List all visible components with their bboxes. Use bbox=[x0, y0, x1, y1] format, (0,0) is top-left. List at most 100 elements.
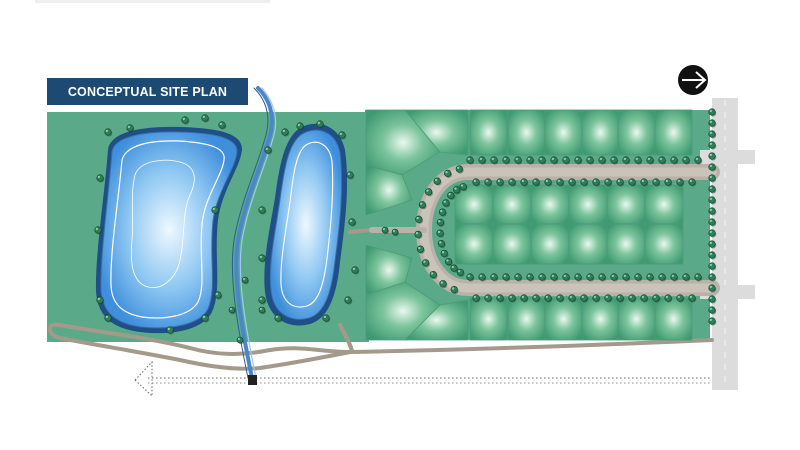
tree-icon bbox=[634, 156, 643, 165]
tree-icon bbox=[436, 218, 445, 227]
tree-icon bbox=[592, 294, 601, 303]
tree-icon bbox=[556, 178, 565, 187]
tree-icon bbox=[502, 273, 511, 282]
tree-icon bbox=[574, 273, 583, 282]
tree-icon bbox=[562, 273, 571, 282]
tree-icon bbox=[296, 122, 305, 131]
culvert-outlet bbox=[248, 375, 257, 385]
tree-icon bbox=[708, 262, 717, 271]
tree-icon bbox=[459, 183, 468, 192]
tree-icon bbox=[344, 296, 353, 305]
lot bbox=[404, 109, 469, 156]
tree-icon bbox=[96, 174, 105, 183]
tree-icon bbox=[214, 291, 223, 300]
tree-icon bbox=[580, 178, 589, 187]
tree-icon bbox=[258, 306, 266, 315]
tree-icon bbox=[708, 152, 717, 161]
tree-icon bbox=[348, 218, 357, 227]
north-arrow-icon bbox=[678, 65, 708, 95]
tree-icon bbox=[640, 178, 649, 187]
tree-icon bbox=[264, 146, 273, 155]
tree-icon bbox=[610, 156, 619, 165]
tree-icon bbox=[682, 273, 691, 282]
tree-icon bbox=[640, 294, 649, 303]
lot bbox=[544, 297, 583, 341]
lot bbox=[365, 109, 441, 176]
tree-icon bbox=[391, 228, 399, 237]
tree-icon bbox=[708, 185, 717, 194]
tree-icon bbox=[218, 121, 227, 130]
tree-icon bbox=[556, 294, 565, 303]
tree-icon bbox=[94, 226, 103, 235]
tree-icon bbox=[544, 178, 553, 187]
tree-icon bbox=[574, 156, 583, 165]
tree-canopy bbox=[94, 108, 717, 345]
tree-icon bbox=[502, 156, 511, 165]
tree-icon bbox=[447, 191, 456, 200]
tree-icon bbox=[520, 178, 529, 187]
tree-icon bbox=[592, 178, 601, 187]
tree-icon bbox=[526, 156, 535, 165]
lot bbox=[568, 223, 608, 265]
tree-icon bbox=[616, 178, 625, 187]
tree-icon bbox=[604, 178, 613, 187]
tree-icon bbox=[472, 294, 481, 303]
tree-icon bbox=[258, 254, 267, 263]
tree-icon bbox=[322, 314, 331, 323]
tree-icon bbox=[568, 294, 577, 303]
tree-icon bbox=[628, 178, 637, 187]
tree-icon bbox=[634, 273, 643, 282]
tree-icon bbox=[338, 131, 347, 140]
tree-icon bbox=[438, 208, 447, 217]
tree-icon bbox=[708, 196, 717, 205]
tree-icon bbox=[562, 156, 571, 165]
tree-icon bbox=[416, 245, 425, 254]
tree-icon bbox=[455, 165, 464, 174]
tree-icon bbox=[166, 326, 175, 335]
tree-icon bbox=[688, 294, 697, 303]
tree-icon bbox=[484, 178, 493, 187]
creek bbox=[231, 86, 277, 380]
tree-icon bbox=[598, 156, 607, 165]
lot bbox=[454, 223, 494, 265]
lot bbox=[606, 184, 646, 225]
lot bbox=[365, 164, 413, 216]
tree-icon bbox=[688, 178, 697, 187]
tree-icon bbox=[444, 169, 452, 178]
tree-icon bbox=[568, 178, 577, 187]
tree-icon bbox=[708, 108, 717, 117]
tree-icon bbox=[664, 178, 673, 187]
lot bbox=[492, 184, 532, 225]
tree-icon bbox=[550, 156, 559, 165]
tree-icon bbox=[708, 207, 717, 216]
tree-icon bbox=[676, 178, 685, 187]
tree-icon bbox=[708, 284, 717, 293]
tree-icon bbox=[442, 199, 451, 208]
tree-icon bbox=[708, 251, 717, 260]
tree-icon bbox=[694, 156, 703, 165]
tree-icon bbox=[628, 294, 637, 303]
tree-icon bbox=[346, 171, 355, 180]
lot bbox=[568, 184, 608, 225]
lot bbox=[492, 223, 532, 265]
tree-icon bbox=[586, 273, 595, 282]
tree-icon bbox=[258, 296, 267, 305]
tree-icon bbox=[437, 239, 446, 249]
tree-icon bbox=[652, 178, 661, 187]
tree-icon bbox=[421, 259, 430, 268]
lot bbox=[617, 297, 656, 341]
tree-icon bbox=[201, 114, 210, 123]
lot bbox=[581, 109, 620, 156]
tree-icon bbox=[478, 273, 487, 282]
tree-icon bbox=[670, 273, 679, 282]
tree-icon bbox=[444, 258, 453, 267]
tree-icon bbox=[586, 156, 595, 165]
tree-icon bbox=[708, 317, 717, 326]
lot bbox=[544, 109, 583, 156]
tree-icon bbox=[514, 273, 523, 282]
middle-pond-icon bbox=[264, 123, 348, 326]
tree-icon bbox=[708, 141, 717, 150]
tree-icon bbox=[646, 156, 655, 165]
tree-icon bbox=[646, 273, 655, 282]
